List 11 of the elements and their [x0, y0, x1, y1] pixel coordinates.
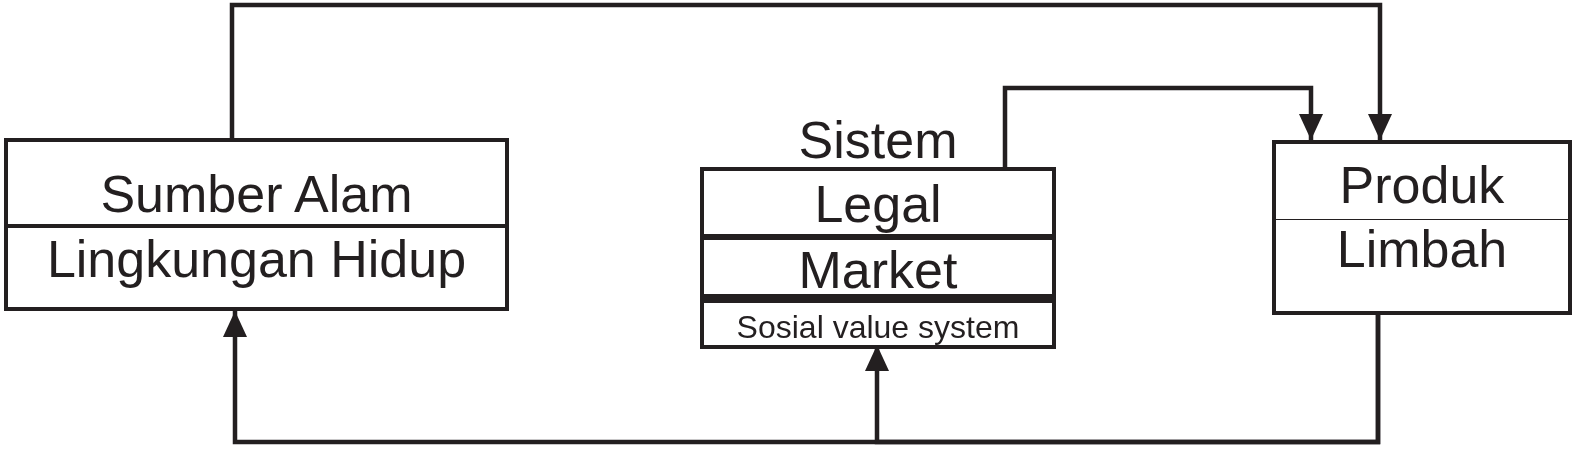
connector-arrow [865, 315, 1381, 445]
connector-arrow [1002, 85, 1323, 167]
box-label: Sumber Alam [100, 168, 413, 220]
box-label: Produk [1339, 159, 1505, 211]
group-heading: Sistem [798, 114, 958, 166]
connector-arrow [229, 2, 1392, 140]
process-box [1272, 140, 1572, 315]
box-label: Sosial value system [736, 311, 1020, 343]
process-box [4, 138, 509, 311]
box-label: Market [798, 244, 958, 296]
box-label: Limbah [1336, 223, 1508, 275]
